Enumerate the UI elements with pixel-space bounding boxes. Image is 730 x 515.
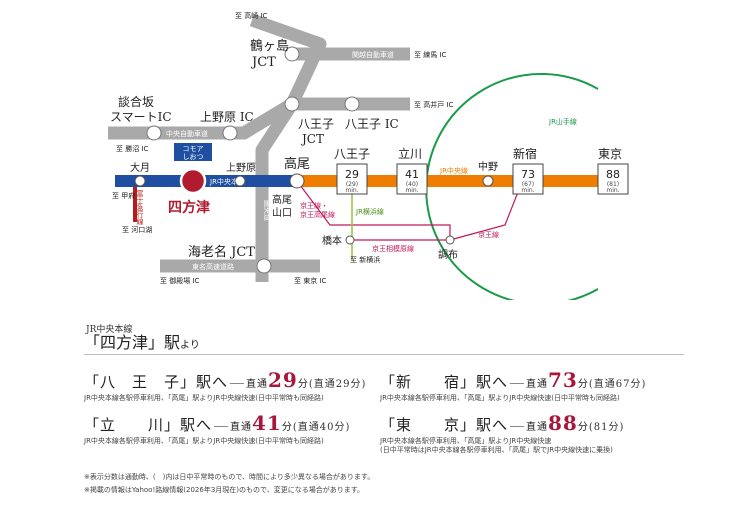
station-nodes xyxy=(134,173,494,245)
time-box-tokyo: 88 (81) min. xyxy=(597,163,629,195)
to-gotemba-label: 至 御殿場 IC xyxy=(160,276,200,285)
to-katsunuma-label: 至 勝沼 IC xyxy=(116,144,149,153)
time-box-shinjuku: 73 (67) min. xyxy=(512,163,544,195)
kanetsu-expressway xyxy=(249,13,327,107)
hachioji-label: 八王子 xyxy=(334,147,370,161)
route-tachikawa: 「立 川」駅へ直通41分(直通40分) JR中央本線各駅停車利用、「高尾」駅より… xyxy=(84,411,351,445)
hachioji-jct-label-1: 八王子 xyxy=(298,117,334,131)
divider xyxy=(84,354,684,355)
time-box-tachikawa: 41 (40) min. xyxy=(396,163,428,195)
dangozaka-label-1: 談合坂 xyxy=(118,94,154,109)
uenohara-ic-label: 上野原 IC xyxy=(200,110,254,124)
tomei-label: 東名高速道路 xyxy=(192,262,234,271)
keio-label: 京王線 xyxy=(478,230,499,239)
ken-o-road xyxy=(255,100,298,282)
jr-chuo-label: JR中央線 xyxy=(439,166,468,175)
chuo-expressway-label: 中央自動車道 xyxy=(166,129,208,138)
nakano-label: 中野 xyxy=(478,160,498,173)
ken-o-label: 圏央道 xyxy=(263,200,272,221)
svg-text:(81): (81) xyxy=(607,181,619,188)
shiotsu-station-marker xyxy=(179,167,207,195)
svg-text:(40): (40) xyxy=(406,181,418,188)
dangozaka-label-2: スマートIC xyxy=(110,110,172,124)
uenohara-label: 上野原 xyxy=(226,162,256,174)
route-hachioji: 「八 王 子」駅へ直通29分(直通29分) JR中央本線各駅停車利用、「高尾」駅… xyxy=(84,368,367,402)
otsuki-label: 大月 xyxy=(130,161,150,174)
comore-badge xyxy=(174,143,212,161)
hachioji-ic-label: 八王子 IC xyxy=(345,117,399,131)
svg-text:min.: min. xyxy=(345,187,358,194)
info-line-label: JR中央本線 xyxy=(86,325,133,335)
svg-text:(67): (67) xyxy=(522,181,534,188)
to-takasaki-label: 至 高崎 IC xyxy=(235,11,268,20)
svg-text:min.: min. xyxy=(405,187,418,194)
to-shinyokohama-label: 至 新横浜 xyxy=(350,255,380,264)
route-map: 関越自動車道 中央自動車道 東名高速道路 圏央道 JR中央本線 JR中央線 富士… xyxy=(108,11,629,300)
svg-text:min.: min. xyxy=(606,187,619,194)
takaosanguchi-label-2: 山口 xyxy=(272,207,292,219)
keio-lines xyxy=(296,180,521,241)
to-takaido-label: 至 高井戸 IC xyxy=(414,100,454,109)
chofu-label: 調布 xyxy=(438,248,458,261)
tokyo-label: 東京 xyxy=(598,147,622,161)
svg-text:(29): (29) xyxy=(346,181,358,188)
keio-sagamihara-label: 京王相模原線 xyxy=(372,244,414,253)
keio-takao-label-2: 京王高尾線 xyxy=(300,210,335,219)
comore-text-1: コモア xyxy=(183,145,204,153)
svg-text:min.: min. xyxy=(521,187,534,194)
takao-label: 高尾 xyxy=(284,156,310,172)
ebina-jct-label: 海老名 JCT xyxy=(188,244,255,260)
svg-text:29: 29 xyxy=(345,168,359,181)
comore-text-2: しおつ xyxy=(183,153,204,161)
to-nerima-label: 至 練馬 IC xyxy=(414,50,447,59)
svg-text:88: 88 xyxy=(606,168,620,181)
route-shinjuku: 「新 宿」駅へ直通73分(直通67分) JR中央本線各駅停車利用、「高尾」駅より… xyxy=(380,368,647,402)
svg-text:73: 73 xyxy=(521,168,535,181)
shinjuku-label: 新宿 xyxy=(513,146,537,161)
tsurugashima-label-1: 鶴ヶ島 xyxy=(250,38,289,54)
road-labels: 関越自動車道 中央自動車道 東名高速道路 圏央道 xyxy=(166,50,394,271)
jr-yokohama-label: JR横浜線 xyxy=(355,207,384,216)
shiotsu-label: 四方津 xyxy=(168,199,210,216)
fujikyu-label: 富士急行線 xyxy=(136,189,144,225)
hachioji-jct-label-2: JCT xyxy=(300,132,324,146)
info-origin: 「四方津」駅より xyxy=(84,333,200,352)
to-tokyo-ic-label: 至 東京 IC xyxy=(294,276,327,285)
to-kofu-label: 至 甲府 xyxy=(112,191,135,200)
takaosanguchi-label-1: 高尾 xyxy=(272,193,292,206)
kanetsu-label: 関越自動車道 xyxy=(352,50,394,59)
note-2: ※掲載の情報はYahoo!路線情報(2026年3月現在)のもので、変更になる場合… xyxy=(84,486,365,494)
tachikawa-label: 立川 xyxy=(398,146,422,161)
road-nodes xyxy=(146,46,360,274)
to-kawaguchiko-label: 至 河口湖 xyxy=(122,225,152,234)
hashimoto-label: 橋本 xyxy=(322,234,342,247)
time-box-hachioji: 29 (29) min. xyxy=(336,163,368,195)
note-1: ※表示分数は通勤時、( )内は日中平常時のもので、時間により多少異なる場合があり… xyxy=(84,473,375,481)
svg-text:41: 41 xyxy=(405,168,419,181)
route-tokyo: 「東 京」駅へ直通88分(81分) JR中央本線各駅停車利用、「高尾」駅よりJR… xyxy=(380,411,625,454)
tsurugashima-label-2: JCT xyxy=(250,55,276,70)
keio-takao-label-1: 京王線・ xyxy=(300,201,328,210)
jr-yamanote-label: JR山手線 xyxy=(548,117,577,126)
jr-chuo-line xyxy=(297,175,627,187)
jr-chuo-main-label: JR中央本線 xyxy=(209,177,245,186)
